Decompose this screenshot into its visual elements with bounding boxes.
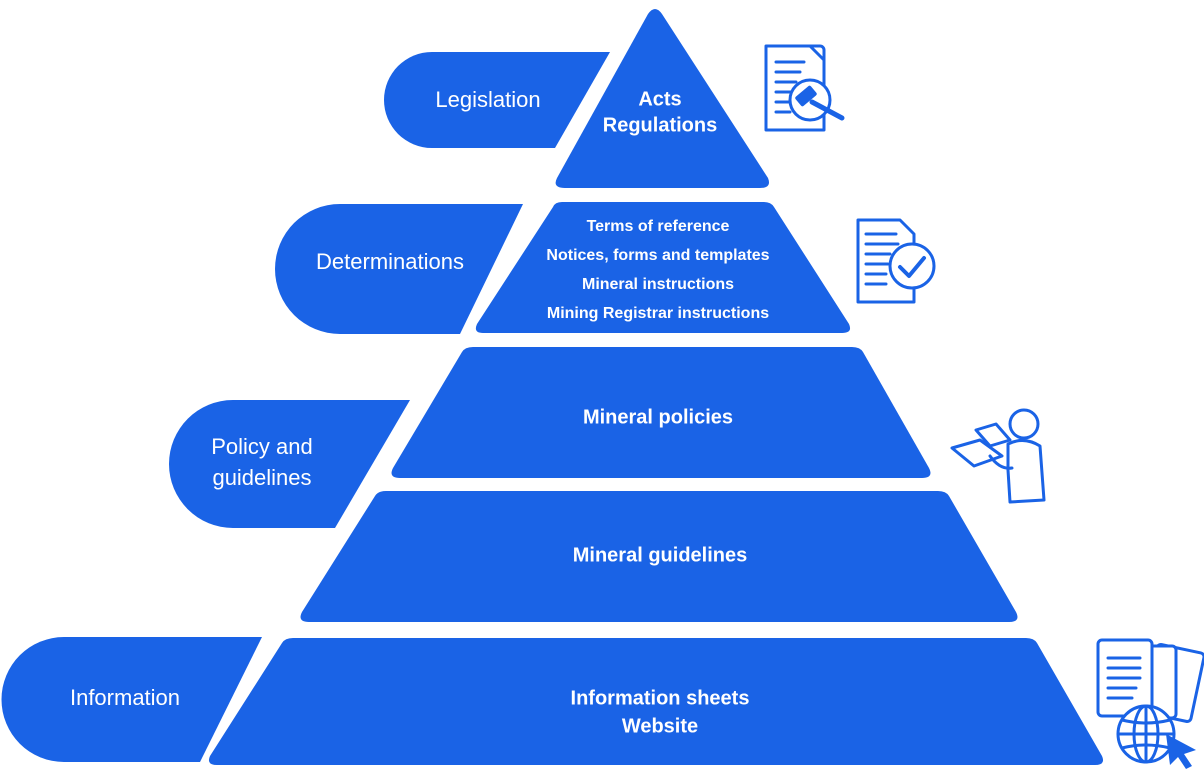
category-tab-determinations: Determinations <box>275 204 523 334</box>
category-tab-policy-guidelines: Policy and guidelines <box>169 400 410 528</box>
tier-text-notices-forms: Notices, forms and templates <box>546 247 769 264</box>
category-label-information: Information <box>70 685 180 710</box>
category-label-determinations: Determinations <box>316 249 464 274</box>
category-label-policy-line1: Policy and <box>211 434 313 459</box>
category-label-legislation: Legislation <box>435 87 540 112</box>
legislation-document-gavel-icon <box>764 44 845 132</box>
tier-text-mineral-instructions: Mineral instructions <box>582 276 734 293</box>
person-reading-icon <box>950 408 1046 504</box>
checklist-document-icon <box>856 218 936 304</box>
tier-legislation: Acts Regulations <box>555 9 769 188</box>
tier-text-registrar-instructions: Mining Registrar instructions <box>547 305 769 322</box>
tier-text-website: Website <box>622 715 698 737</box>
tier-text-regulations: Regulations <box>603 114 717 136</box>
category-tab-information: Information <box>1 637 263 762</box>
tier-text-acts: Acts <box>638 88 681 110</box>
tier-mineral-guidelines: Mineral guidelines <box>300 491 1018 622</box>
tier-text-mineral-guidelines: Mineral guidelines <box>573 544 747 566</box>
category-tab-legislation: Legislation <box>384 52 610 148</box>
tier-text-terms-of-reference: Terms of reference <box>587 218 730 235</box>
tier-text-information-sheets: Information sheets <box>571 687 750 709</box>
tier-determinations: Terms of reference Notices, forms and te… <box>475 202 851 333</box>
tier-mineral-policies: Mineral policies <box>391 347 931 478</box>
documents-globe-cursor-icon <box>1096 638 1204 769</box>
category-label-policy-line2: guidelines <box>212 465 311 490</box>
tier-text-mineral-policies: Mineral policies <box>583 406 733 428</box>
tier-information: Information sheets Website <box>208 638 1104 765</box>
